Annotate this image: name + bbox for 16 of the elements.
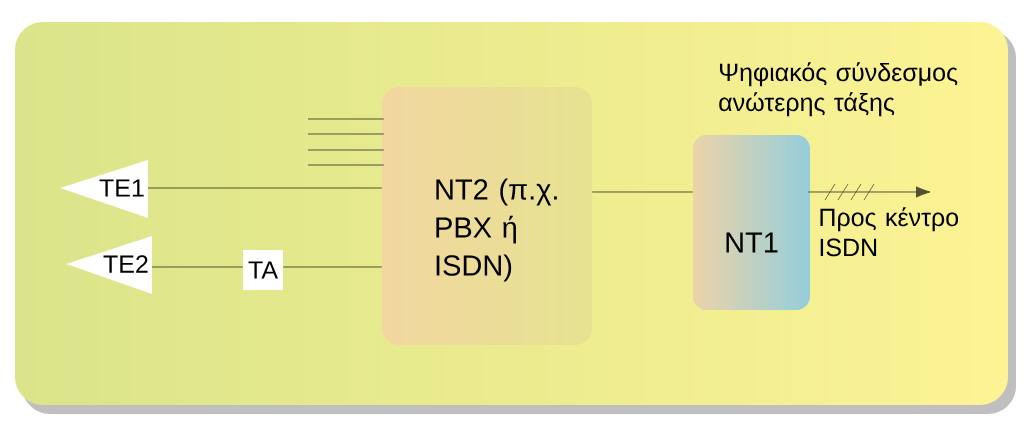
connector-line <box>151 266 244 268</box>
note-text: Ψηφιακός σύνδεσμος ανώτερης τάξης <box>719 62 958 117</box>
adapter-box: TA <box>243 250 283 290</box>
network-box: NT1 <box>693 135 810 310</box>
connector-line <box>307 133 385 135</box>
arrow <box>807 186 931 198</box>
network-box: NT2 (π.χ. PBX ή ISDN) <box>382 87 592 345</box>
edge-label: Προς κέντρο ISDN <box>820 207 959 257</box>
connector-line <box>307 118 385 120</box>
connector-line <box>307 149 385 151</box>
terminal-triangle: TE2 <box>66 236 152 294</box>
connector-line <box>591 191 694 193</box>
connector-line <box>307 164 385 166</box>
terminal-triangle: TE1 <box>60 160 148 218</box>
connector-line <box>282 266 383 268</box>
connector-line <box>147 187 383 189</box>
